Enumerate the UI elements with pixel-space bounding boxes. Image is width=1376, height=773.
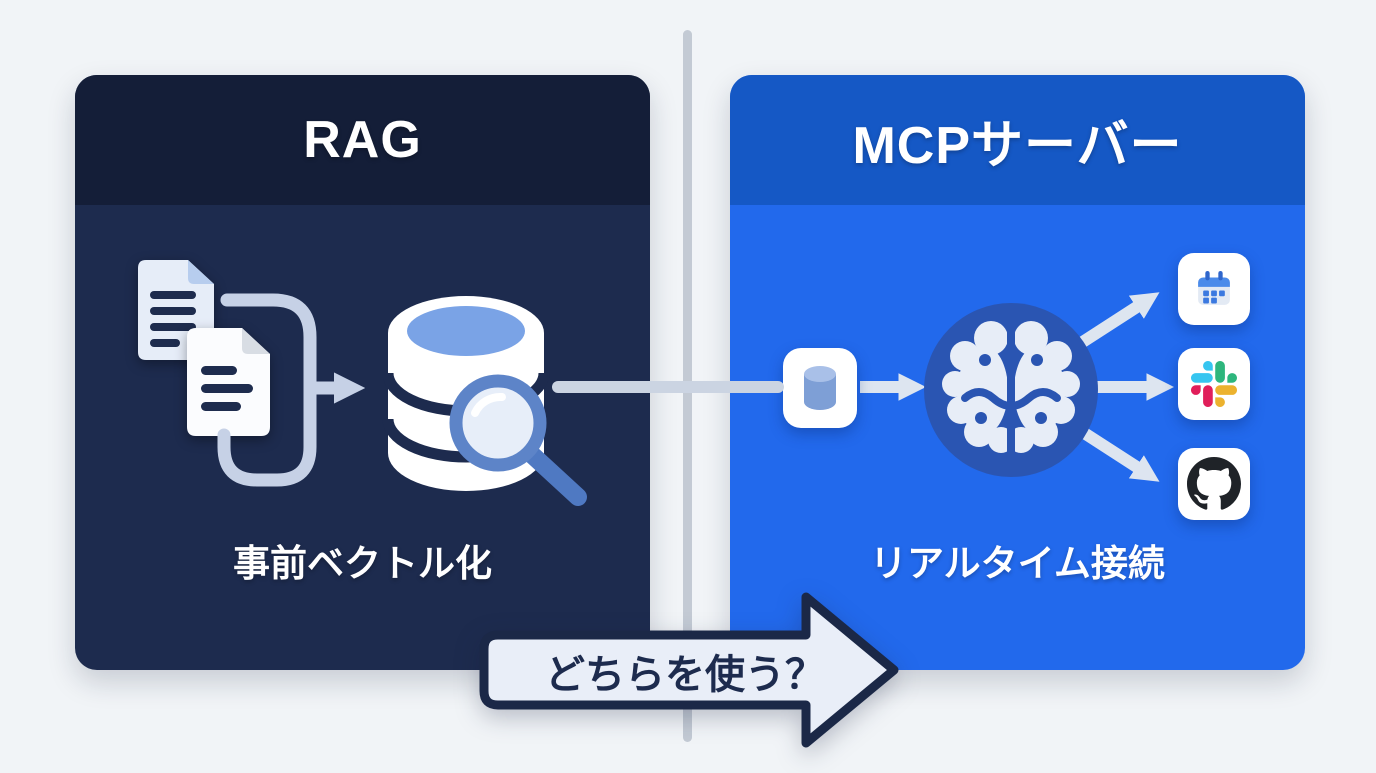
merge-arrow-icon bbox=[215, 285, 385, 505]
brain-icon bbox=[923, 302, 1099, 483]
fanout-arrows bbox=[730, 205, 1305, 670]
rag-panel-header: RAG bbox=[75, 75, 650, 205]
database-icon bbox=[380, 285, 600, 575]
rag-title: RAG bbox=[303, 111, 422, 169]
slack-icon bbox=[1178, 348, 1250, 420]
rag-caption: 事前ベクトル化 bbox=[233, 543, 492, 584]
mcp-caption: リアルタイム接続 bbox=[870, 543, 1165, 584]
mcp-panel: MCPサーバー bbox=[730, 75, 1305, 670]
document-icon bbox=[187, 328, 270, 441]
arrow-icon bbox=[1074, 292, 1160, 351]
calendar-icon bbox=[1178, 253, 1250, 325]
github-icon bbox=[1178, 448, 1250, 520]
magnifier-icon bbox=[449, 374, 587, 506]
connector-line bbox=[552, 381, 784, 393]
rag-panel: RAG bbox=[75, 75, 650, 670]
mcp-panel-header: MCPサーバー bbox=[730, 75, 1305, 205]
decision-arrow-label: どちらを使う？ bbox=[545, 653, 825, 697]
input-database-icon bbox=[783, 348, 857, 428]
decision-arrow bbox=[468, 583, 913, 768]
mcp-title: MCPサーバー bbox=[852, 116, 1183, 175]
arrow-icon bbox=[1074, 423, 1160, 482]
